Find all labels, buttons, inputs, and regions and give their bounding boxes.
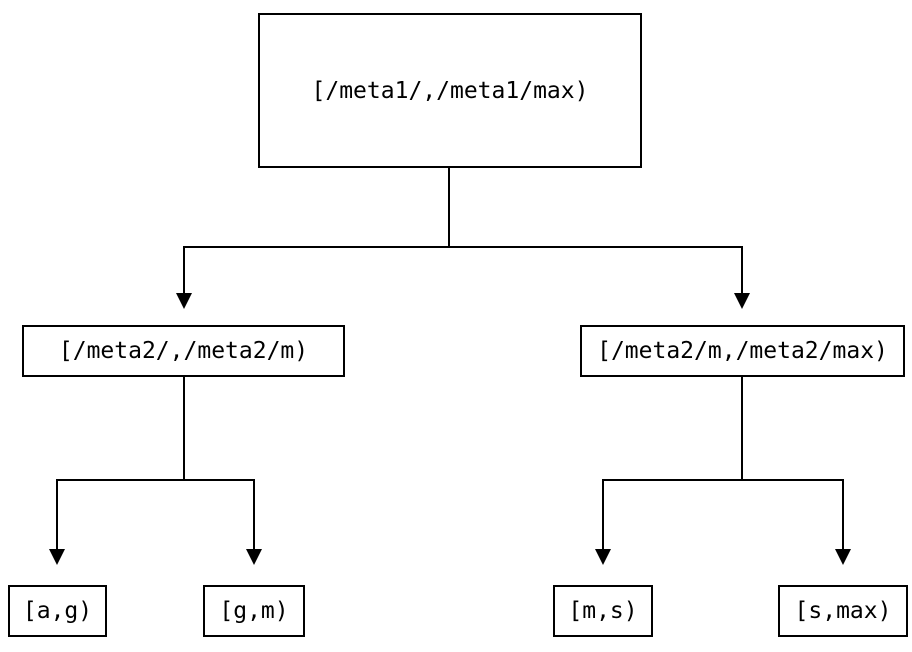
edge-meta2high-stem bbox=[741, 377, 743, 481]
edge-meta2low-crossbar bbox=[56, 479, 255, 481]
node-leaf-ag: [a,g) bbox=[8, 585, 107, 637]
arrowhead-down-icon bbox=[734, 293, 750, 309]
node-root: [/meta1/,/meta1/max) bbox=[258, 13, 642, 168]
node-meta2-high: [/meta2/m,/meta2/max) bbox=[580, 325, 905, 377]
edge-root-stem bbox=[448, 168, 450, 248]
node-leaf-smax: [s,max) bbox=[778, 585, 908, 637]
arrowhead-down-icon bbox=[246, 549, 262, 565]
node-meta2-low: [/meta2/,/meta2/m) bbox=[22, 325, 345, 377]
edge-root-crossbar bbox=[183, 246, 743, 248]
node-leaf-gm: [g,m) bbox=[203, 585, 305, 637]
arrowhead-down-icon bbox=[835, 549, 851, 565]
arrowhead-down-icon bbox=[176, 293, 192, 309]
edge-meta2high-left-drop bbox=[602, 479, 604, 549]
edge-root-right-drop bbox=[741, 246, 743, 293]
arrowhead-down-icon bbox=[49, 549, 65, 565]
node-leaf-ms: [m,s) bbox=[553, 585, 653, 637]
edge-meta2low-stem bbox=[183, 377, 185, 481]
edge-meta2low-left-drop bbox=[56, 479, 58, 549]
arrowhead-down-icon bbox=[595, 549, 611, 565]
edge-root-left-drop bbox=[183, 246, 185, 293]
edge-meta2high-crossbar bbox=[602, 479, 844, 481]
edge-meta2low-right-drop bbox=[253, 479, 255, 549]
edge-meta2high-right-drop bbox=[842, 479, 844, 549]
